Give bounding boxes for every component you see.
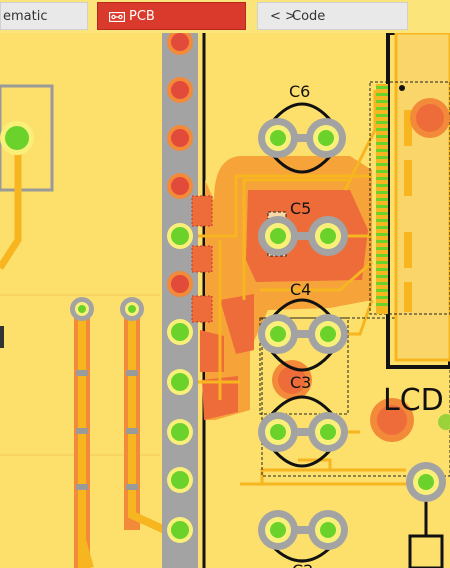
tab-code[interactable]: < > Code bbox=[257, 2, 408, 30]
silk-label-c4: C4 bbox=[290, 280, 311, 299]
left-trace bbox=[0, 140, 22, 270]
capacitor-c4[interactable] bbox=[258, 298, 348, 372]
copper-island bbox=[191, 195, 213, 227]
test-point[interactable] bbox=[70, 297, 94, 321]
header-pin[interactable] bbox=[162, 314, 198, 350]
capacitor-c2[interactable] bbox=[258, 510, 348, 563]
via-pad-edge[interactable] bbox=[438, 414, 450, 430]
header-pin[interactable] bbox=[162, 364, 198, 400]
copper-island bbox=[220, 294, 254, 354]
lcd-connector-body bbox=[394, 31, 450, 362]
silkscreen-labels: C6 C5 C4 C3 LCD C2 bbox=[289, 82, 444, 568]
left-pad bbox=[5, 126, 29, 150]
silk-label-c3: C3 bbox=[290, 373, 311, 392]
tab-schematic[interactable]: ematic bbox=[0, 2, 88, 30]
header-pin[interactable] bbox=[162, 462, 198, 498]
vertical-traces bbox=[74, 310, 167, 568]
copper-island bbox=[191, 245, 213, 273]
test-point[interactable] bbox=[120, 297, 144, 321]
header-pin[interactable] bbox=[162, 414, 198, 450]
mounting-hole[interactable] bbox=[370, 398, 414, 442]
pin1-marker bbox=[399, 85, 405, 91]
tab-schematic-label: ematic bbox=[3, 9, 48, 24]
tab-code-label: Code bbox=[292, 9, 326, 24]
capacitor-c3[interactable] bbox=[258, 395, 348, 468]
silk-label-c2: C2 bbox=[292, 561, 313, 568]
mounting-hole[interactable] bbox=[410, 98, 450, 138]
via-pad[interactable] bbox=[406, 462, 446, 502]
lcd-connector-courtyard bbox=[369, 81, 450, 315]
copper-island bbox=[191, 295, 213, 323]
copper-island bbox=[200, 330, 224, 372]
silk-label-c5: C5 bbox=[290, 199, 311, 218]
header-pin[interactable] bbox=[162, 24, 198, 60]
fpc-connector-pins bbox=[376, 84, 412, 314]
header-pin[interactable] bbox=[162, 120, 198, 156]
capacitor-c5[interactable] bbox=[258, 216, 348, 256]
component-courtyard bbox=[261, 317, 450, 477]
pcb-icon bbox=[109, 12, 125, 22]
header-pin[interactable] bbox=[162, 512, 198, 548]
header-pin[interactable] bbox=[162, 72, 198, 108]
tab-pcb-label: PCB bbox=[129, 9, 155, 24]
component-outline bbox=[408, 534, 444, 568]
header-pin[interactable] bbox=[162, 266, 198, 302]
capacitor-c6[interactable] bbox=[258, 102, 346, 174]
code-brackets-icon: < > bbox=[270, 9, 296, 24]
component-courtyard bbox=[259, 317, 349, 415]
tab-pcb[interactable]: PCB bbox=[97, 2, 246, 30]
tab-bar: ematic PCB < > Code bbox=[0, 0, 450, 33]
silk-label-lcd: LCD bbox=[383, 383, 444, 418]
left-edge-marker bbox=[0, 326, 4, 348]
header-pin[interactable] bbox=[162, 168, 198, 204]
header-pin[interactable] bbox=[162, 218, 198, 254]
silk-label-c6: C6 bbox=[289, 82, 310, 101]
left-component-outline bbox=[0, 84, 54, 192]
